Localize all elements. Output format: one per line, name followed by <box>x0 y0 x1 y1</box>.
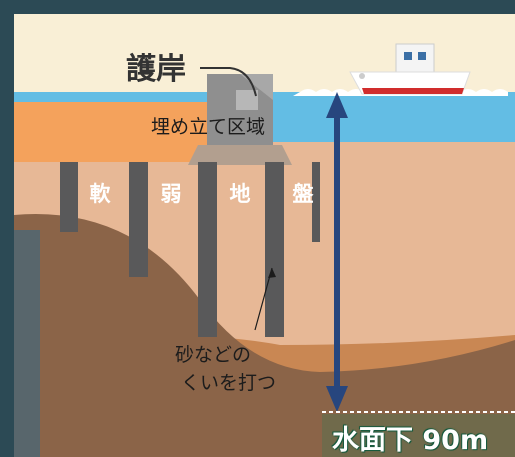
left-frame-shade <box>14 230 40 457</box>
pile-short-1 <box>60 162 78 232</box>
depth-arrow <box>326 92 348 412</box>
sand-piles-label-line2: くいを打つ <box>181 372 277 394</box>
seawall-title: 護岸 <box>126 52 186 87</box>
soft-ground-char-3: 地 <box>229 182 251 206</box>
seabed-layer <box>254 142 515 164</box>
seawall-base <box>188 145 292 165</box>
soft-ground-char-1: 軟 <box>89 182 111 206</box>
depth-label: 水面下 90m <box>332 425 489 456</box>
pile-long-1 <box>198 162 217 337</box>
pile-pointer-line <box>254 267 273 331</box>
soft-ground-char-2: 弱 <box>160 182 182 206</box>
pile-short-2 <box>129 162 148 277</box>
title-pointer-line <box>200 67 257 97</box>
pile-pointer-arrowhead <box>268 268 276 278</box>
seawall-top-block <box>236 90 258 110</box>
soft-ground-char-4: 盤 <box>292 182 314 206</box>
depth-label-backdrop <box>322 414 515 457</box>
pile-long-2 <box>265 162 284 337</box>
reclaimed-area-label: 埋め立て区域 <box>151 116 266 138</box>
boat-illustration <box>349 43 471 95</box>
seawall-face <box>240 74 273 100</box>
pile-edge <box>312 162 320 242</box>
sand-piles-label-line1: 砂などの <box>175 344 252 366</box>
